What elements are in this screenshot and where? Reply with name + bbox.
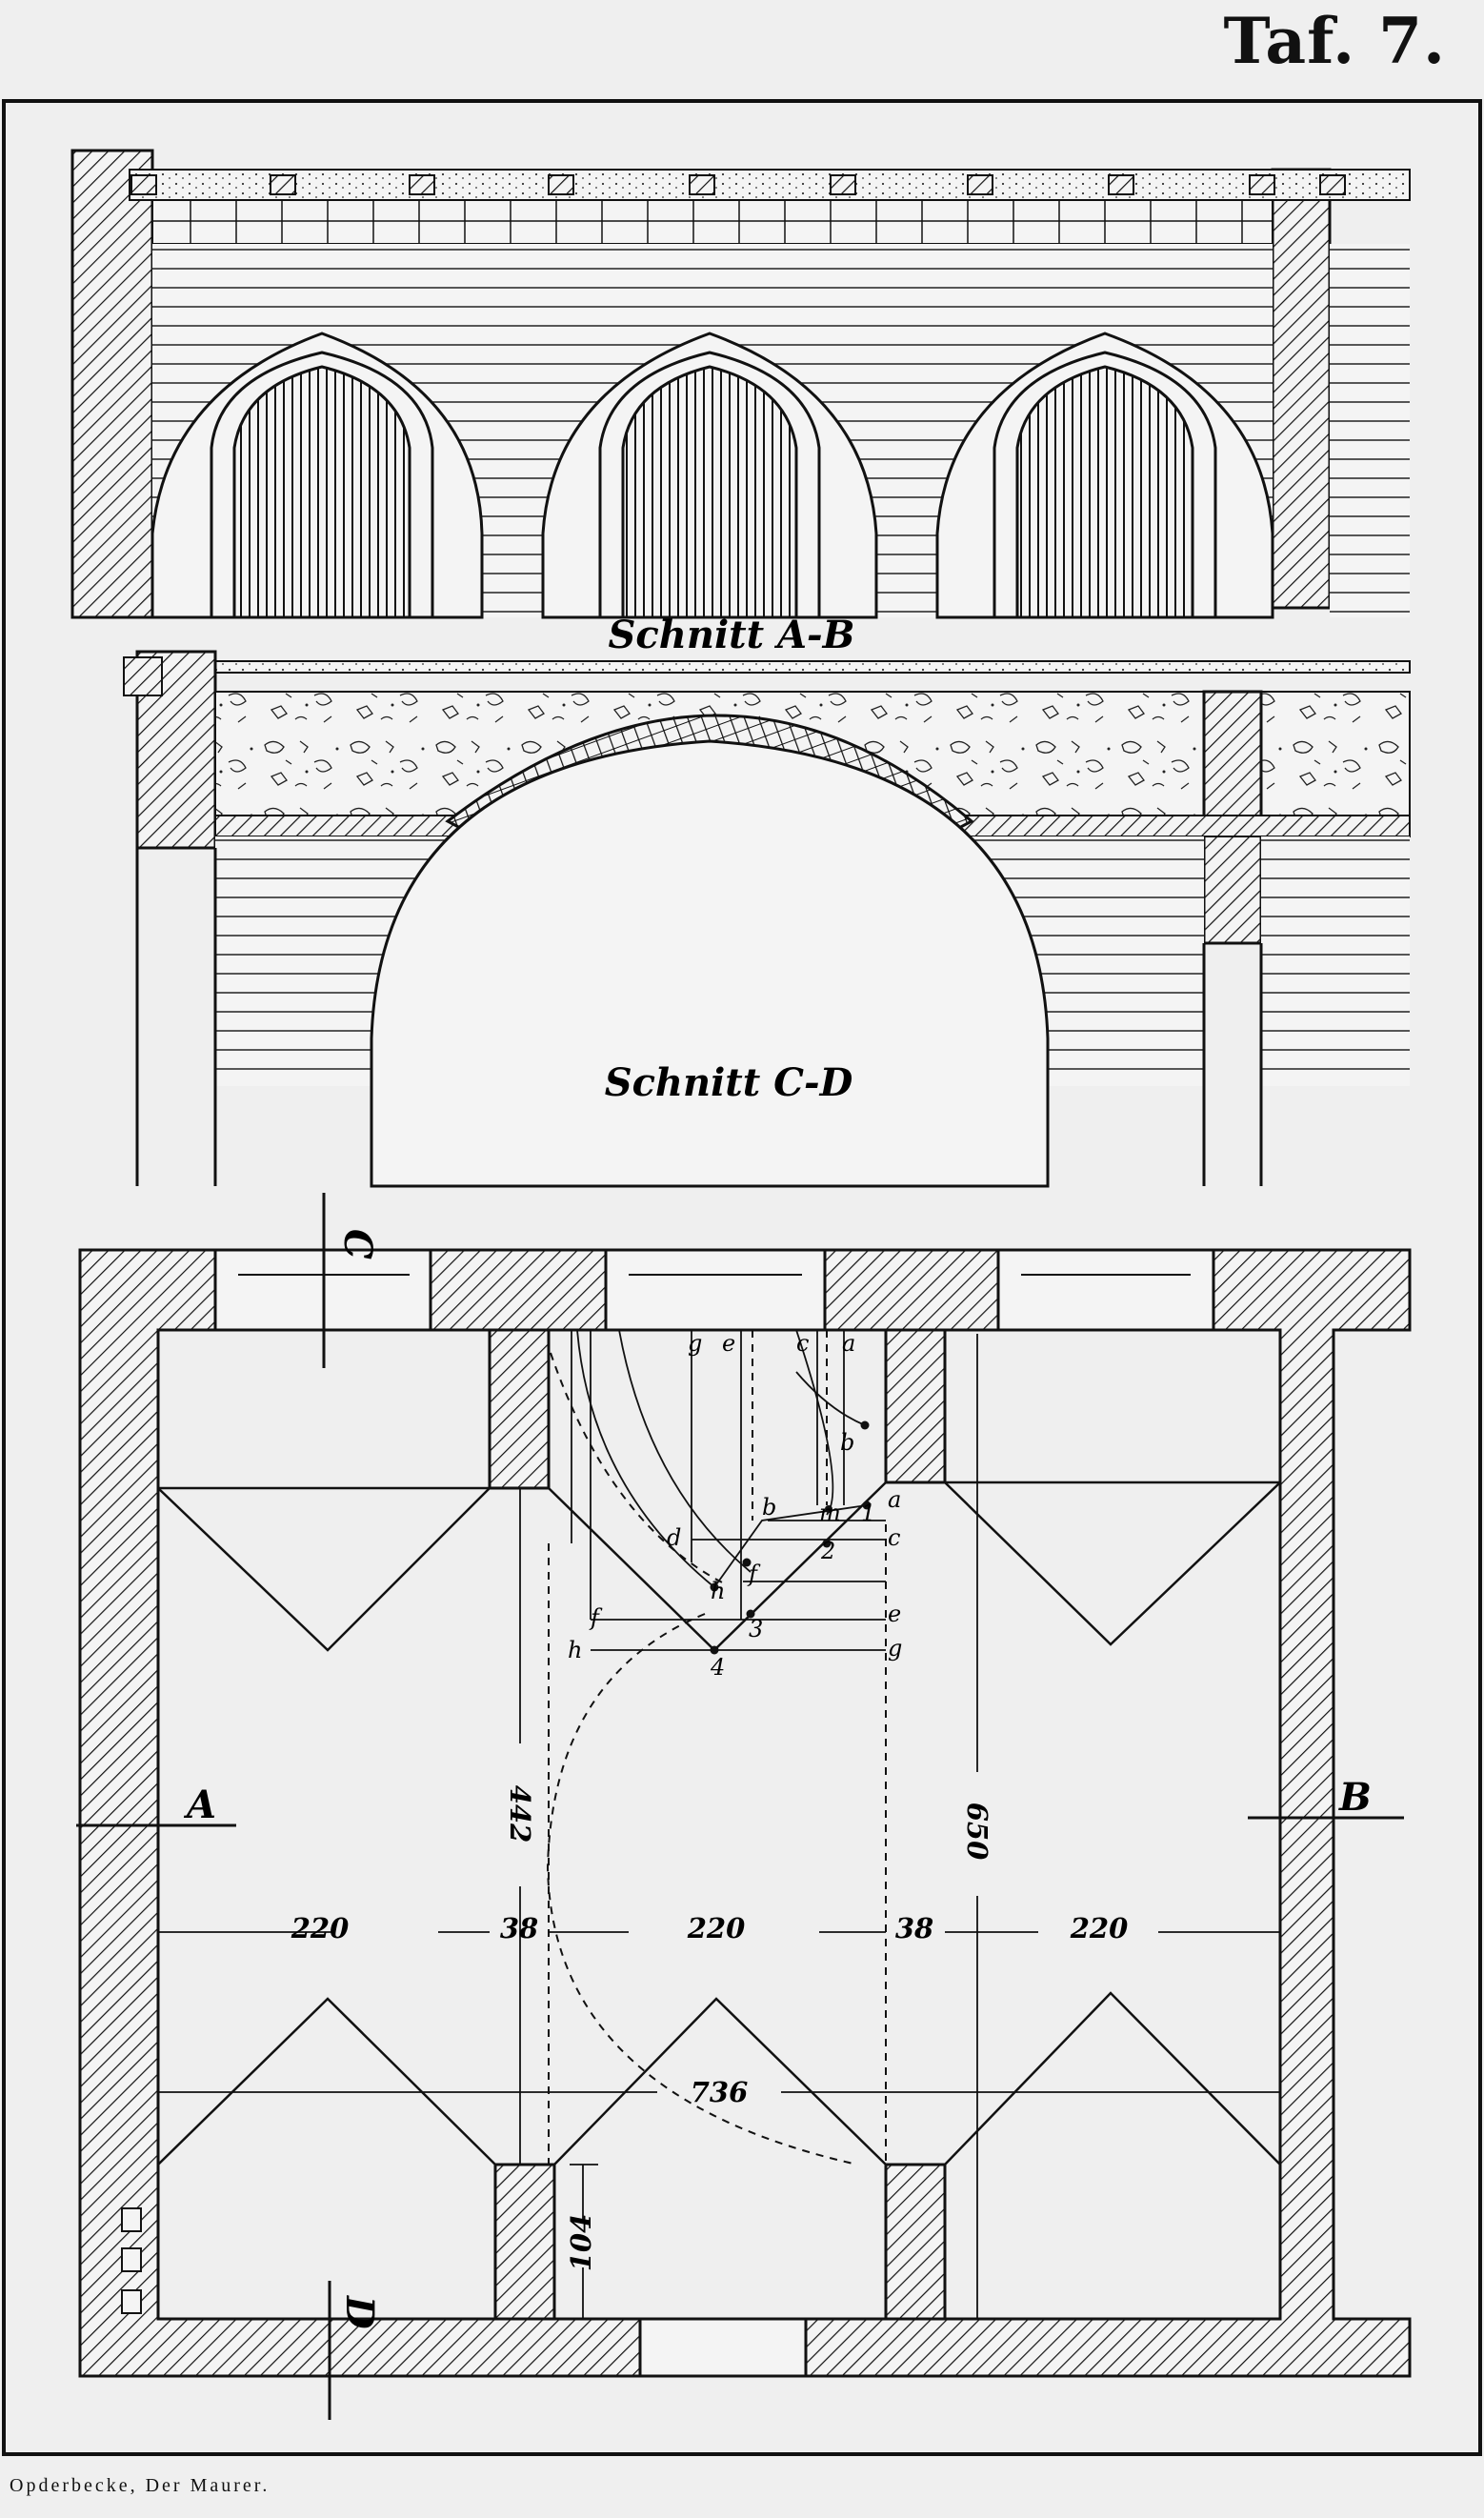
pier-bottom-2 — [884, 2163, 947, 2321]
svg-text:220: 220 — [687, 1912, 746, 1944]
plan-drawing: g e c a b a b c d e f g h h f m 1 2 3 4 — [76, 1193, 1412, 2420]
svg-text:d: d — [667, 1524, 681, 1551]
section-cd-drawing: Schnitt C-D — [123, 650, 1411, 1188]
top-slab — [214, 660, 1411, 674]
joist-grid — [152, 200, 1273, 244]
svg-text:g: g — [688, 1330, 702, 1357]
cornice — [123, 656, 163, 696]
svg-text:4: 4 — [710, 1654, 725, 1681]
small-boxes — [121, 2207, 142, 2314]
section-ab-label: Schnitt A-B — [609, 613, 855, 657]
pier-top-2 — [884, 1328, 947, 1484]
svg-text:m: m — [819, 1500, 841, 1526]
footer-credit: Opderbecke, Der Maurer. — [10, 2475, 271, 2496]
svg-text:h: h — [568, 1637, 582, 1663]
ceiling-joists — [151, 199, 1273, 245]
dimension-lines — [158, 1334, 1280, 2320]
svg-text:c: c — [796, 1330, 809, 1357]
svg-text:h: h — [711, 1578, 725, 1604]
svg-text:f: f — [747, 1561, 761, 1587]
dashed-lines — [546, 1330, 887, 2172]
svg-text:c: c — [888, 1524, 900, 1551]
ceiling-fill — [129, 169, 1411, 201]
cut-label-d: D — [337, 2295, 382, 2329]
outer-wall — [78, 1248, 1412, 2378]
svg-text:736: 736 — [691, 2076, 749, 2108]
svg-text:220: 220 — [1070, 1912, 1129, 1944]
dimension-labels: 220 38 220 38 220 736 442 650 104 — [291, 1785, 1129, 2272]
svg-text:a: a — [842, 1330, 855, 1357]
vault-lines — [157, 1330, 1281, 2165]
svg-text:b: b — [840, 1429, 854, 1456]
right-wall-face — [1330, 244, 1410, 617]
svg-text:b: b — [762, 1494, 776, 1521]
svg-text:38: 38 — [500, 1912, 538, 1944]
svg-text:104: 104 — [565, 2214, 597, 2272]
joist-blocks — [130, 174, 1346, 195]
gothic-arch-2 — [541, 332, 878, 619]
svg-text:650: 650 — [961, 1803, 993, 1861]
arch-opening — [370, 739, 1050, 1188]
svg-text:f: f — [589, 1604, 603, 1631]
svg-text:1: 1 — [861, 1500, 875, 1526]
svg-text:3: 3 — [749, 1616, 763, 1642]
svg-text:2: 2 — [820, 1538, 835, 1564]
cut-label-c: C — [335, 1229, 380, 1259]
svg-text:e: e — [888, 1601, 901, 1627]
right-pier — [1271, 168, 1332, 610]
gothic-arch-3 — [935, 332, 1274, 619]
svg-text:e: e — [722, 1330, 735, 1357]
pier-top-1 — [488, 1328, 551, 1490]
svg-text:38: 38 — [895, 1912, 933, 1944]
svg-text:220: 220 — [291, 1912, 350, 1944]
gothic-arch-1 — [150, 332, 484, 619]
plate-frame — [2, 99, 1482, 2456]
construction-dots — [710, 1420, 872, 1655]
construction-labels: g e c a b a b c d e f g h h f m 1 2 3 4 — [568, 1330, 902, 1681]
cut-markers — [76, 1193, 1404, 2420]
cut-label-b: B — [1338, 1775, 1372, 1820]
construction-lines — [571, 1329, 886, 1651]
svg-text:a: a — [888, 1486, 901, 1513]
svg-text:g: g — [888, 1635, 902, 1662]
cut-label-a: A — [183, 1783, 216, 1827]
svg-text:442: 442 — [504, 1785, 536, 1843]
plate-title: Taf. 7. — [1223, 4, 1446, 78]
coursed-wall-cd-right — [1261, 836, 1410, 1086]
left-wall — [70, 149, 154, 619]
section-cd-label: Schnitt C-D — [605, 1060, 853, 1105]
section-ab-drawing: Schnitt A-B — [70, 149, 1411, 657]
pier-bottom-1 — [493, 2163, 556, 2321]
